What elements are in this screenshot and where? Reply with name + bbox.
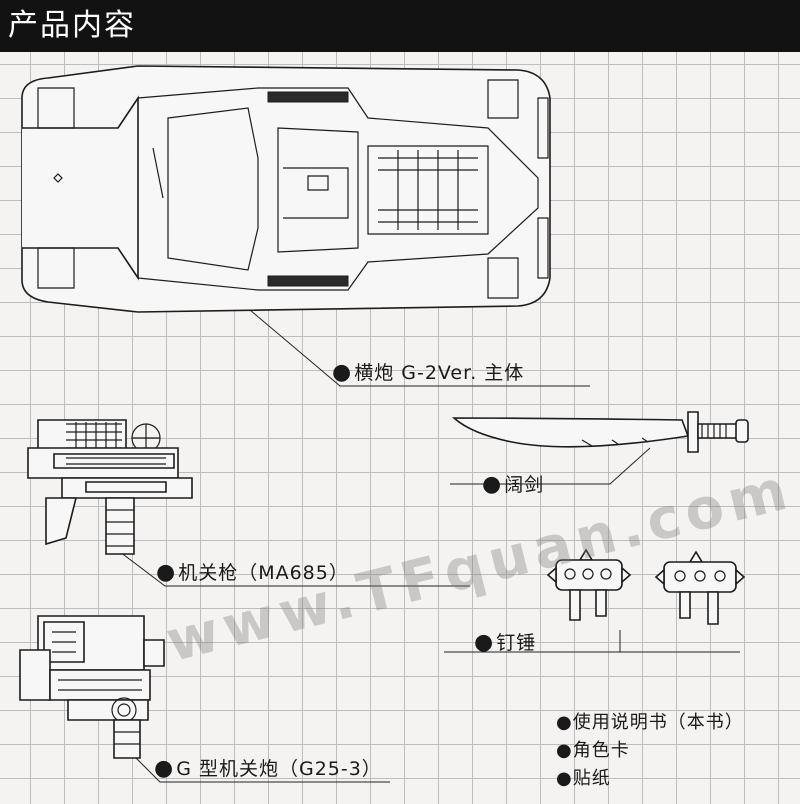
hammer-drawing-right bbox=[654, 550, 750, 626]
callout-main-body: ●横炮 G-2Ver. 主体 bbox=[332, 358, 524, 385]
bullet: ● bbox=[556, 768, 573, 789]
part-label: 横炮 G-2Ver. 主体 bbox=[354, 362, 525, 384]
part-label: 机关枪（MA685） bbox=[178, 562, 349, 584]
main-body-leader bbox=[0, 52, 800, 804]
cannon-drawing bbox=[18, 610, 168, 760]
bullet: ● bbox=[556, 740, 573, 761]
header-bar: 产品内容 bbox=[0, 0, 800, 52]
callout-hammer: ●钉锤 bbox=[474, 628, 536, 655]
machine-gun-drawing bbox=[26, 418, 196, 560]
bullet: ● bbox=[332, 360, 353, 385]
sword-drawing bbox=[452, 410, 752, 460]
bullet: ● bbox=[156, 560, 177, 585]
accessory-character-card: ●角色卡 bbox=[556, 736, 630, 762]
vehicle-body-drawing bbox=[18, 58, 563, 320]
callout-cannon: ●G 型机关炮（G25-3） bbox=[154, 754, 382, 781]
callout-machine-gun: ●机关枪（MA685） bbox=[156, 558, 349, 585]
page-title: 产品内容 bbox=[8, 8, 136, 43]
bullet: ● bbox=[474, 630, 495, 655]
callout-sword: ●阔剑 bbox=[482, 470, 544, 497]
accessory-label: 使用说明书（本书） bbox=[572, 712, 744, 733]
part-label: 阔剑 bbox=[504, 474, 545, 496]
part-label: 钉锤 bbox=[496, 632, 537, 654]
accessory-stickers: ●贴纸 bbox=[556, 764, 611, 790]
hammer-drawing-left bbox=[546, 548, 636, 624]
bullet: ● bbox=[556, 712, 573, 733]
bullet: ● bbox=[482, 472, 503, 497]
bullet: ● bbox=[154, 756, 175, 781]
grid-sheet: ●横炮 G-2Ver. 主体 ●阔剑 ●机关枪（MA685） bbox=[0, 52, 800, 804]
part-label: G 型机关炮（G25-3） bbox=[176, 758, 382, 780]
accessory-manual: ●使用说明书（本书） bbox=[556, 708, 744, 734]
accessory-label: 贴纸 bbox=[572, 768, 611, 789]
accessory-label: 角色卡 bbox=[572, 740, 630, 761]
